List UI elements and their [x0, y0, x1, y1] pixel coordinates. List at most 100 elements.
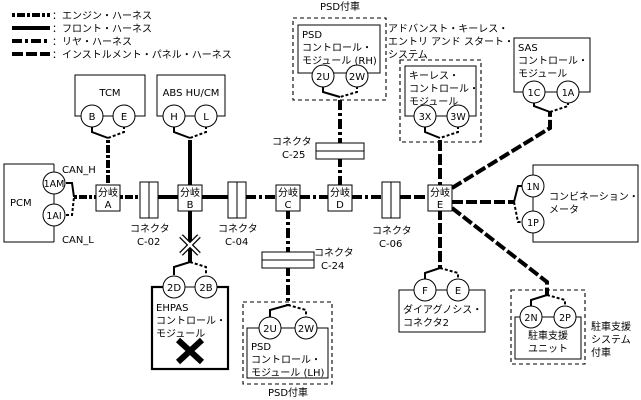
dlc-pin-f — [413, 278, 437, 302]
module-ehpas: 2D 2B EHPAS コントロール・ モジュール — [150, 275, 230, 371]
keyless-name-line1: キーレス・ — [409, 71, 459, 82]
sas-name-line1: SAS — [518, 43, 538, 54]
twist-park-2n — [530, 294, 548, 307]
twist-ehpas-2d — [173, 261, 191, 275]
module-tcm: TCM B E — [74, 74, 146, 128]
disconnect-x-icon — [179, 234, 201, 256]
psd-lh-pin-2u — [258, 316, 282, 340]
abs-name: ABS HU/CM — [163, 88, 220, 99]
junction-a: 分岐 A — [95, 184, 121, 212]
tcm-pin-e-label: E — [121, 112, 127, 123]
ehpas-pin-2d — [162, 275, 186, 299]
ehpas-name-line2: コントロール・ — [156, 316, 226, 327]
twist-psdlh-2w — [287, 304, 307, 318]
connector-c25: コネクタ C-25 — [272, 136, 365, 161]
sas-pin-1a — [556, 80, 580, 104]
dlc-pin-e — [446, 278, 470, 302]
connector-c04: コネクタ C-04 — [218, 181, 258, 248]
wire-e-park — [450, 206, 549, 295]
pcm-pin-1am — [42, 171, 66, 195]
psd-lh-pin-2u-label: 2U — [263, 324, 277, 335]
pcm-name: PCM — [10, 198, 32, 209]
keyless-pin-3x-label: 3X — [419, 112, 432, 123]
dlc-pin-e-label: E — [455, 286, 461, 297]
psd-rh-pin-2w — [345, 64, 369, 88]
park-option-line2: システム — [591, 334, 631, 346]
junction-d-label: 分岐 — [330, 186, 350, 199]
psd-rh-pin-2w-label: 2W — [349, 72, 365, 83]
meter-name-line1: コンビネーション・ — [549, 191, 639, 203]
twist-sas-1c — [533, 102, 551, 113]
twist-ehpas-2b — [189, 261, 207, 275]
twist-tcm-b — [91, 126, 109, 139]
ehpas-pin-2b-label: 2B — [199, 283, 212, 294]
module-meter: 1N 1P コンビネーション・ メータ — [521, 164, 639, 243]
psd-rh-pin-2u — [311, 64, 335, 88]
tcm-pin-b — [80, 104, 104, 128]
sas-pin-1a-label: 1A — [562, 88, 575, 99]
twist-pcm-1ai — [66, 196, 75, 216]
connector-c24: コネクタ C-24 — [261, 247, 354, 272]
keyless-name-line2: コントロール・ — [409, 84, 479, 95]
pcm-pin-1ai — [42, 203, 66, 227]
junction-c-id: C — [285, 200, 292, 211]
twist-dlc-e — [439, 267, 459, 280]
module-keyless: アドバンスト・キーレス・ エントリ アンド スタート・ システム キーレス・ コ… — [388, 23, 514, 143]
connector-c06: コネクタ C-06 — [372, 181, 412, 250]
junction-b-id: B — [187, 200, 194, 211]
twist-park-2p — [546, 294, 566, 307]
wire-e-sas — [450, 112, 552, 190]
meter-pin-1p — [521, 210, 545, 234]
twist-sas-1a — [549, 102, 569, 113]
psd-rh-pin-2u-label: 2U — [316, 72, 330, 83]
ehpas-name-line1: EHPAS — [156, 303, 188, 314]
junction-d: 分岐 D — [327, 184, 353, 212]
keyless-pin-3w — [446, 104, 470, 128]
sas-name-line2: コントロール・ — [518, 56, 588, 67]
meter-pin-1n-label: 1N — [526, 182, 539, 193]
abs-pin-l-label: L — [203, 112, 209, 123]
twist-abs-l — [189, 126, 207, 139]
psd-lh-pin-2w-label: 2W — [298, 324, 314, 335]
psd-lh-pin-2w — [294, 316, 318, 340]
psd-lh-name-line2: コントロール・ — [251, 355, 321, 366]
module-dlc: F E ダイアグノシス・ コネクタ2 — [398, 278, 486, 333]
park-option-line3: 付車 — [591, 346, 611, 359]
junction-e-id: E — [437, 200, 443, 211]
junction-b-label: 分岐 — [180, 186, 200, 199]
psd-rh-name-line3: モジュール (RH) — [302, 56, 377, 67]
twist-keyless-3x — [424, 126, 441, 139]
park-name-line2: ユニット — [528, 344, 568, 355]
psd-rh-name-line1: PSD — [302, 30, 322, 41]
twist-meter-1p — [513, 201, 522, 223]
legend: ：エンジン・ハーネス ：フロント・ハーネス ：リヤ・ハーネス ：インストルメント… — [12, 10, 232, 61]
park-pin-2n — [519, 305, 543, 329]
psd-lh-name-line1: PSD — [251, 342, 271, 353]
psd-lh-name-line3: モジュール (LH) — [251, 368, 324, 379]
pcm-pin-1am-label: 1AM — [44, 179, 65, 190]
psd-rh-name-line2: コントロール・ — [302, 43, 372, 54]
legend-engine-label: ：エンジン・ハーネス — [52, 10, 152, 22]
twist-meter-1n — [513, 185, 522, 203]
psd-lh-option-frame — [242, 301, 333, 385]
connector-c24-label: コネクタ — [314, 247, 354, 259]
connector-c06-label: コネクタ — [372, 225, 412, 237]
connector-c04-label: コネクタ — [218, 223, 258, 235]
abs-pin-l — [194, 104, 218, 128]
connector-c02-id: C-02 — [137, 237, 160, 248]
park-option-frame — [510, 289, 586, 365]
abs-pin-h-label: H — [170, 112, 178, 123]
park-option-line1: 駐車支援 — [591, 320, 631, 333]
connector-c06-id: C-06 — [379, 239, 402, 250]
sas-pin-1c — [522, 80, 546, 104]
legend-front-label: ：フロント・ハーネス — [52, 23, 152, 35]
module-psd-lh: 2U 2W PSD コントロール・ モジュール (LH) PSD付車 — [242, 301, 333, 399]
meter-pin-1n — [521, 174, 545, 198]
ehpas-pin-2d-label: 2D — [167, 283, 181, 294]
sas-pin-1c-label: 1C — [528, 88, 541, 99]
legend-rear-label: ：リヤ・ハーネス — [52, 36, 132, 48]
junction-e: 分岐 E — [427, 184, 453, 212]
abs-pin-h — [162, 104, 186, 128]
pcm-can-l-label: CAN_L — [62, 235, 94, 246]
keyless-option-line1: アドバンスト・キーレス・ — [388, 23, 508, 35]
